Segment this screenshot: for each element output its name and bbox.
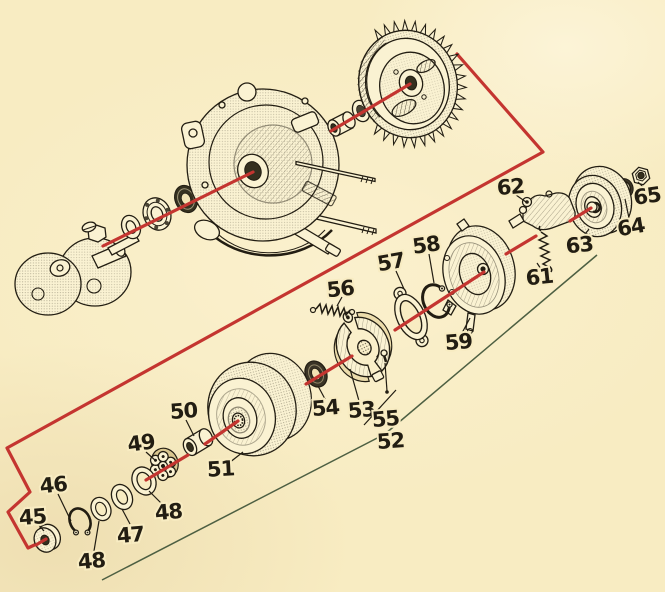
- shim-ring-48a: [90, 496, 112, 522]
- crankcase: [180, 82, 377, 257]
- axis-segment: [101, 170, 255, 248]
- callout-46: 46: [36, 470, 72, 522]
- callout-54: 54: [309, 385, 342, 423]
- top-assembly: [14, 18, 468, 316]
- part-label-61: 61: [524, 264, 554, 291]
- clutch-shoes-53: [309, 302, 393, 383]
- pulley-disc-63: [567, 165, 633, 238]
- callout-48a: 48: [75, 520, 108, 576]
- axis-segment: [568, 206, 593, 223]
- group-line-52: [101, 254, 598, 581]
- callouts: 45 46 48 47 48 49 50 51: [16, 172, 665, 576]
- anchor-pin-55: [380, 349, 388, 363]
- part-label-46: 46: [38, 472, 68, 499]
- part-label-59: 59: [444, 329, 474, 355]
- axis-segment: [34, 537, 48, 547]
- part-label-55: 55: [371, 406, 401, 432]
- axis-line-segments: [34, 82, 593, 547]
- cam-lever-62: [508, 190, 576, 231]
- axis-segment: [329, 82, 412, 133]
- callout-52: 52: [374, 426, 407, 456]
- part-label-65: 65: [632, 182, 663, 210]
- cover-plate-59: [442, 218, 516, 335]
- tension-spring-61: [537, 225, 553, 273]
- callout-61: 61: [522, 262, 556, 293]
- part-label-51: 51: [206, 456, 235, 481]
- axis-segment: [504, 234, 538, 256]
- part-label-54: 54: [311, 395, 341, 421]
- part-label-52: 52: [376, 428, 405, 454]
- part-label-63: 63: [564, 232, 594, 259]
- axis-segment: [304, 354, 354, 386]
- gasket-plate-57: [393, 286, 429, 348]
- axis-segment: [203, 419, 240, 446]
- part-label-47: 47: [116, 522, 145, 548]
- callout-48b: 48: [148, 490, 185, 527]
- part-label-57: 57: [375, 248, 406, 276]
- part-label-50: 50: [169, 398, 198, 424]
- callout-47: 47: [114, 508, 147, 550]
- callout-65: 65: [630, 180, 665, 212]
- callout-63: 63: [562, 228, 596, 260]
- callout-45: 45: [16, 502, 49, 532]
- roller-sprocket-49: [149, 447, 179, 482]
- part-label-62: 62: [496, 174, 525, 200]
- axis-segment: [393, 270, 486, 332]
- bottom-assembly: [33, 165, 651, 553]
- part-label-48b: 48: [154, 499, 184, 525]
- part-label-56: 56: [325, 276, 355, 303]
- crankshaft: [14, 224, 140, 316]
- chain-drum-51: [207, 352, 313, 457]
- callout-55: 55: [363, 362, 402, 434]
- callout-53: 53: [345, 368, 378, 425]
- part-label-48a: 48: [77, 548, 107, 574]
- callout-50: 50: [167, 396, 200, 437]
- part-label-58: 58: [411, 231, 442, 259]
- hex-nut-65: [631, 166, 651, 186]
- shim-ring-47: [110, 483, 134, 511]
- callout-59: 59: [442, 317, 475, 357]
- circlip-46: [68, 507, 92, 536]
- callout-62: 62: [494, 172, 527, 203]
- axis-connector-line: [5, 52, 545, 550]
- part-label-49: 49: [126, 429, 157, 457]
- part-label-53: 53: [347, 397, 376, 423]
- part-label-64: 64: [615, 213, 646, 241]
- woodruff-key: [81, 221, 97, 233]
- callout-57: 57: [373, 246, 408, 290]
- tension-spring-56: [309, 302, 356, 319]
- callout-51: 51: [204, 451, 244, 484]
- callout-56: 56: [323, 274, 357, 307]
- shim-ring-48b: [131, 466, 157, 496]
- callout-58: 58: [409, 229, 444, 284]
- part-label-45: 45: [18, 504, 47, 530]
- axis-segment: [144, 453, 190, 482]
- circlip-58: [421, 283, 453, 319]
